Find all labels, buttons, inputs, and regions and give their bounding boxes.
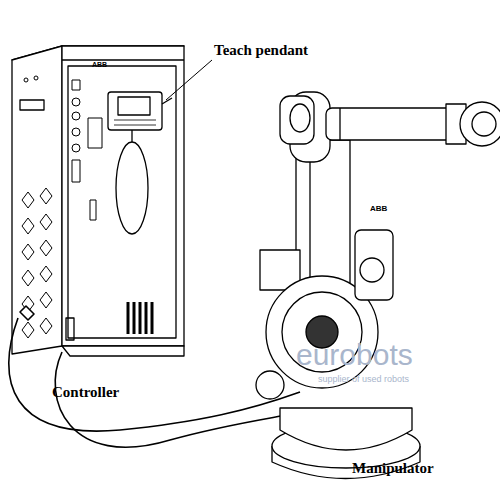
part-name: Manipulator [352,460,434,477]
vent-grill [128,302,152,334]
cables [9,306,300,447]
leader-line [166,60,212,100]
watermark: eurobots [296,338,413,372]
watermark: supplier of used robots [318,374,409,384]
controller-cabinet [12,46,184,356]
part-name: Controller [52,384,119,401]
manipulator [256,92,500,479]
brand-mark: ABB [92,61,107,68]
teach-pendant [108,60,212,234]
part-name: Teach pendant [214,42,308,59]
brand-mark: ABB [370,204,387,213]
